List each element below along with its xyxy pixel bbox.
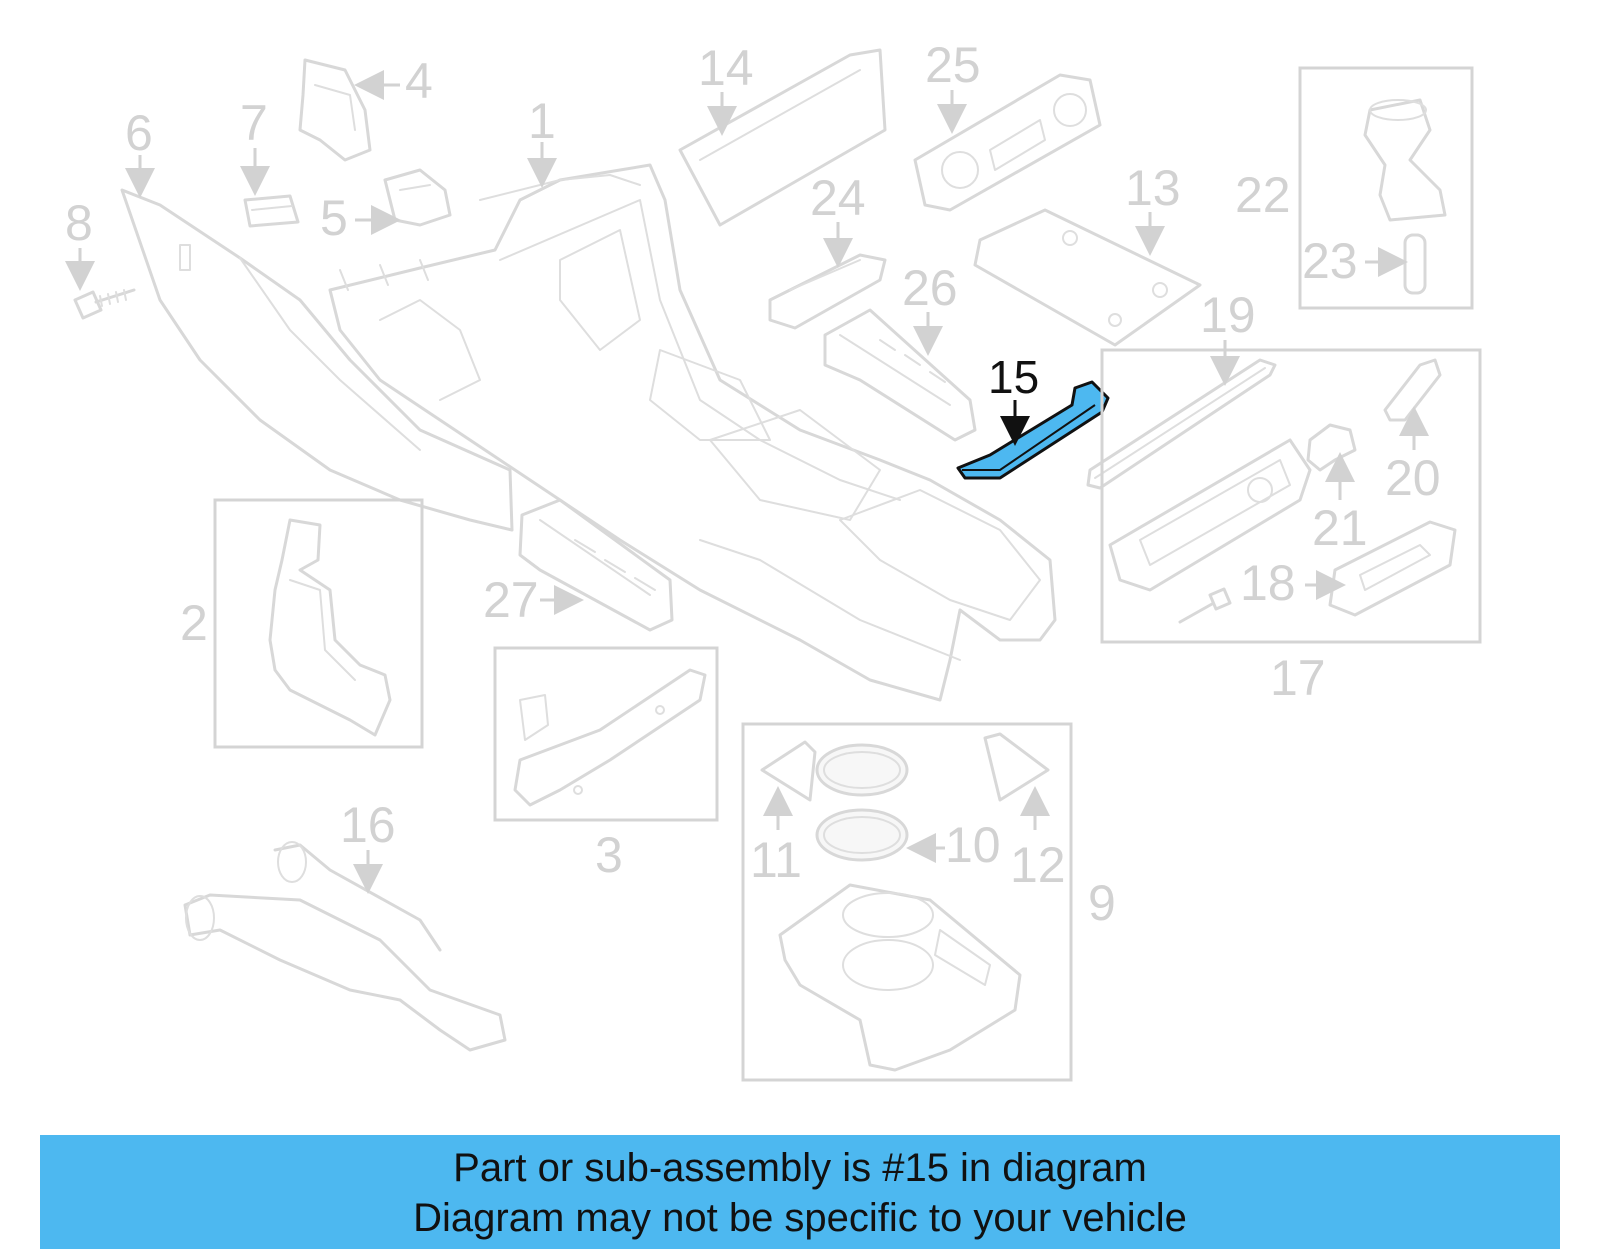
part-6-side-panel [120,188,514,532]
callout-14: 14 [698,40,754,96]
part-27-switch-panel [518,498,674,632]
part-13-mat [973,208,1202,347]
part-8-screw [73,288,136,320]
callout-10: 10 [945,817,1001,873]
callout-27: 27 [483,572,539,628]
callout-20: 20 [1385,450,1441,506]
part-26-switch-panel [823,308,977,442]
callout-24: 24 [810,170,866,226]
callout-22: 22 [1235,167,1291,223]
part-1-center-console [328,163,1057,702]
part-19-trim-strip [1086,358,1277,490]
info-banner: Part or sub-assembly is #15 in diagram D… [40,1135,1560,1249]
part-4-bracket [298,58,372,162]
callout-2: 2 [180,595,208,651]
callout-26: 26 [902,260,958,316]
callout-5: 5 [320,190,348,246]
callout-21: 21 [1312,500,1368,556]
callout-13: 13 [1125,160,1181,216]
callout-1: 1 [528,93,556,149]
callout-19: 19 [1200,287,1256,343]
banner-line-2: Diagram may not be specific to your vehi… [413,1196,1187,1240]
part-16-air-duct [183,841,507,1052]
callout-6: 6 [125,105,153,161]
part-24-switch [768,253,887,330]
box-part-3 [493,646,719,822]
callout-11: 11 [750,832,802,888]
callout-12: 12 [1010,837,1066,893]
callout-23: 23 [1302,233,1358,289]
callout-15-active: 15 [988,351,1039,403]
callout-16: 16 [340,797,396,853]
box-part-2 [213,498,424,749]
part-15-trim-strip[interactable] [956,380,1110,480]
callout-8: 8 [65,195,93,251]
part-7-clip [243,194,300,228]
part-5-bracket [383,168,452,227]
callout-17: 17 [1270,650,1326,706]
banner-line-1: Part or sub-assembly is #15 in diagram [453,1146,1147,1190]
callout-25: 25 [925,37,981,93]
part-25-climate-control-panel [913,73,1102,212]
callout-7: 7 [240,95,268,151]
part-14-cover-panel [678,48,887,227]
callout-18: 18 [1240,555,1296,611]
callout-9: 9 [1088,875,1116,931]
box-part-17-assembly [1100,348,1482,644]
callout-labels: 1 2 3 4 5 6 7 8 9 10 11 12 13 14 [65,37,1441,931]
callout-4: 4 [405,53,433,109]
box-part-9-cupholder [741,722,1073,1082]
callout-3: 3 [595,827,623,883]
